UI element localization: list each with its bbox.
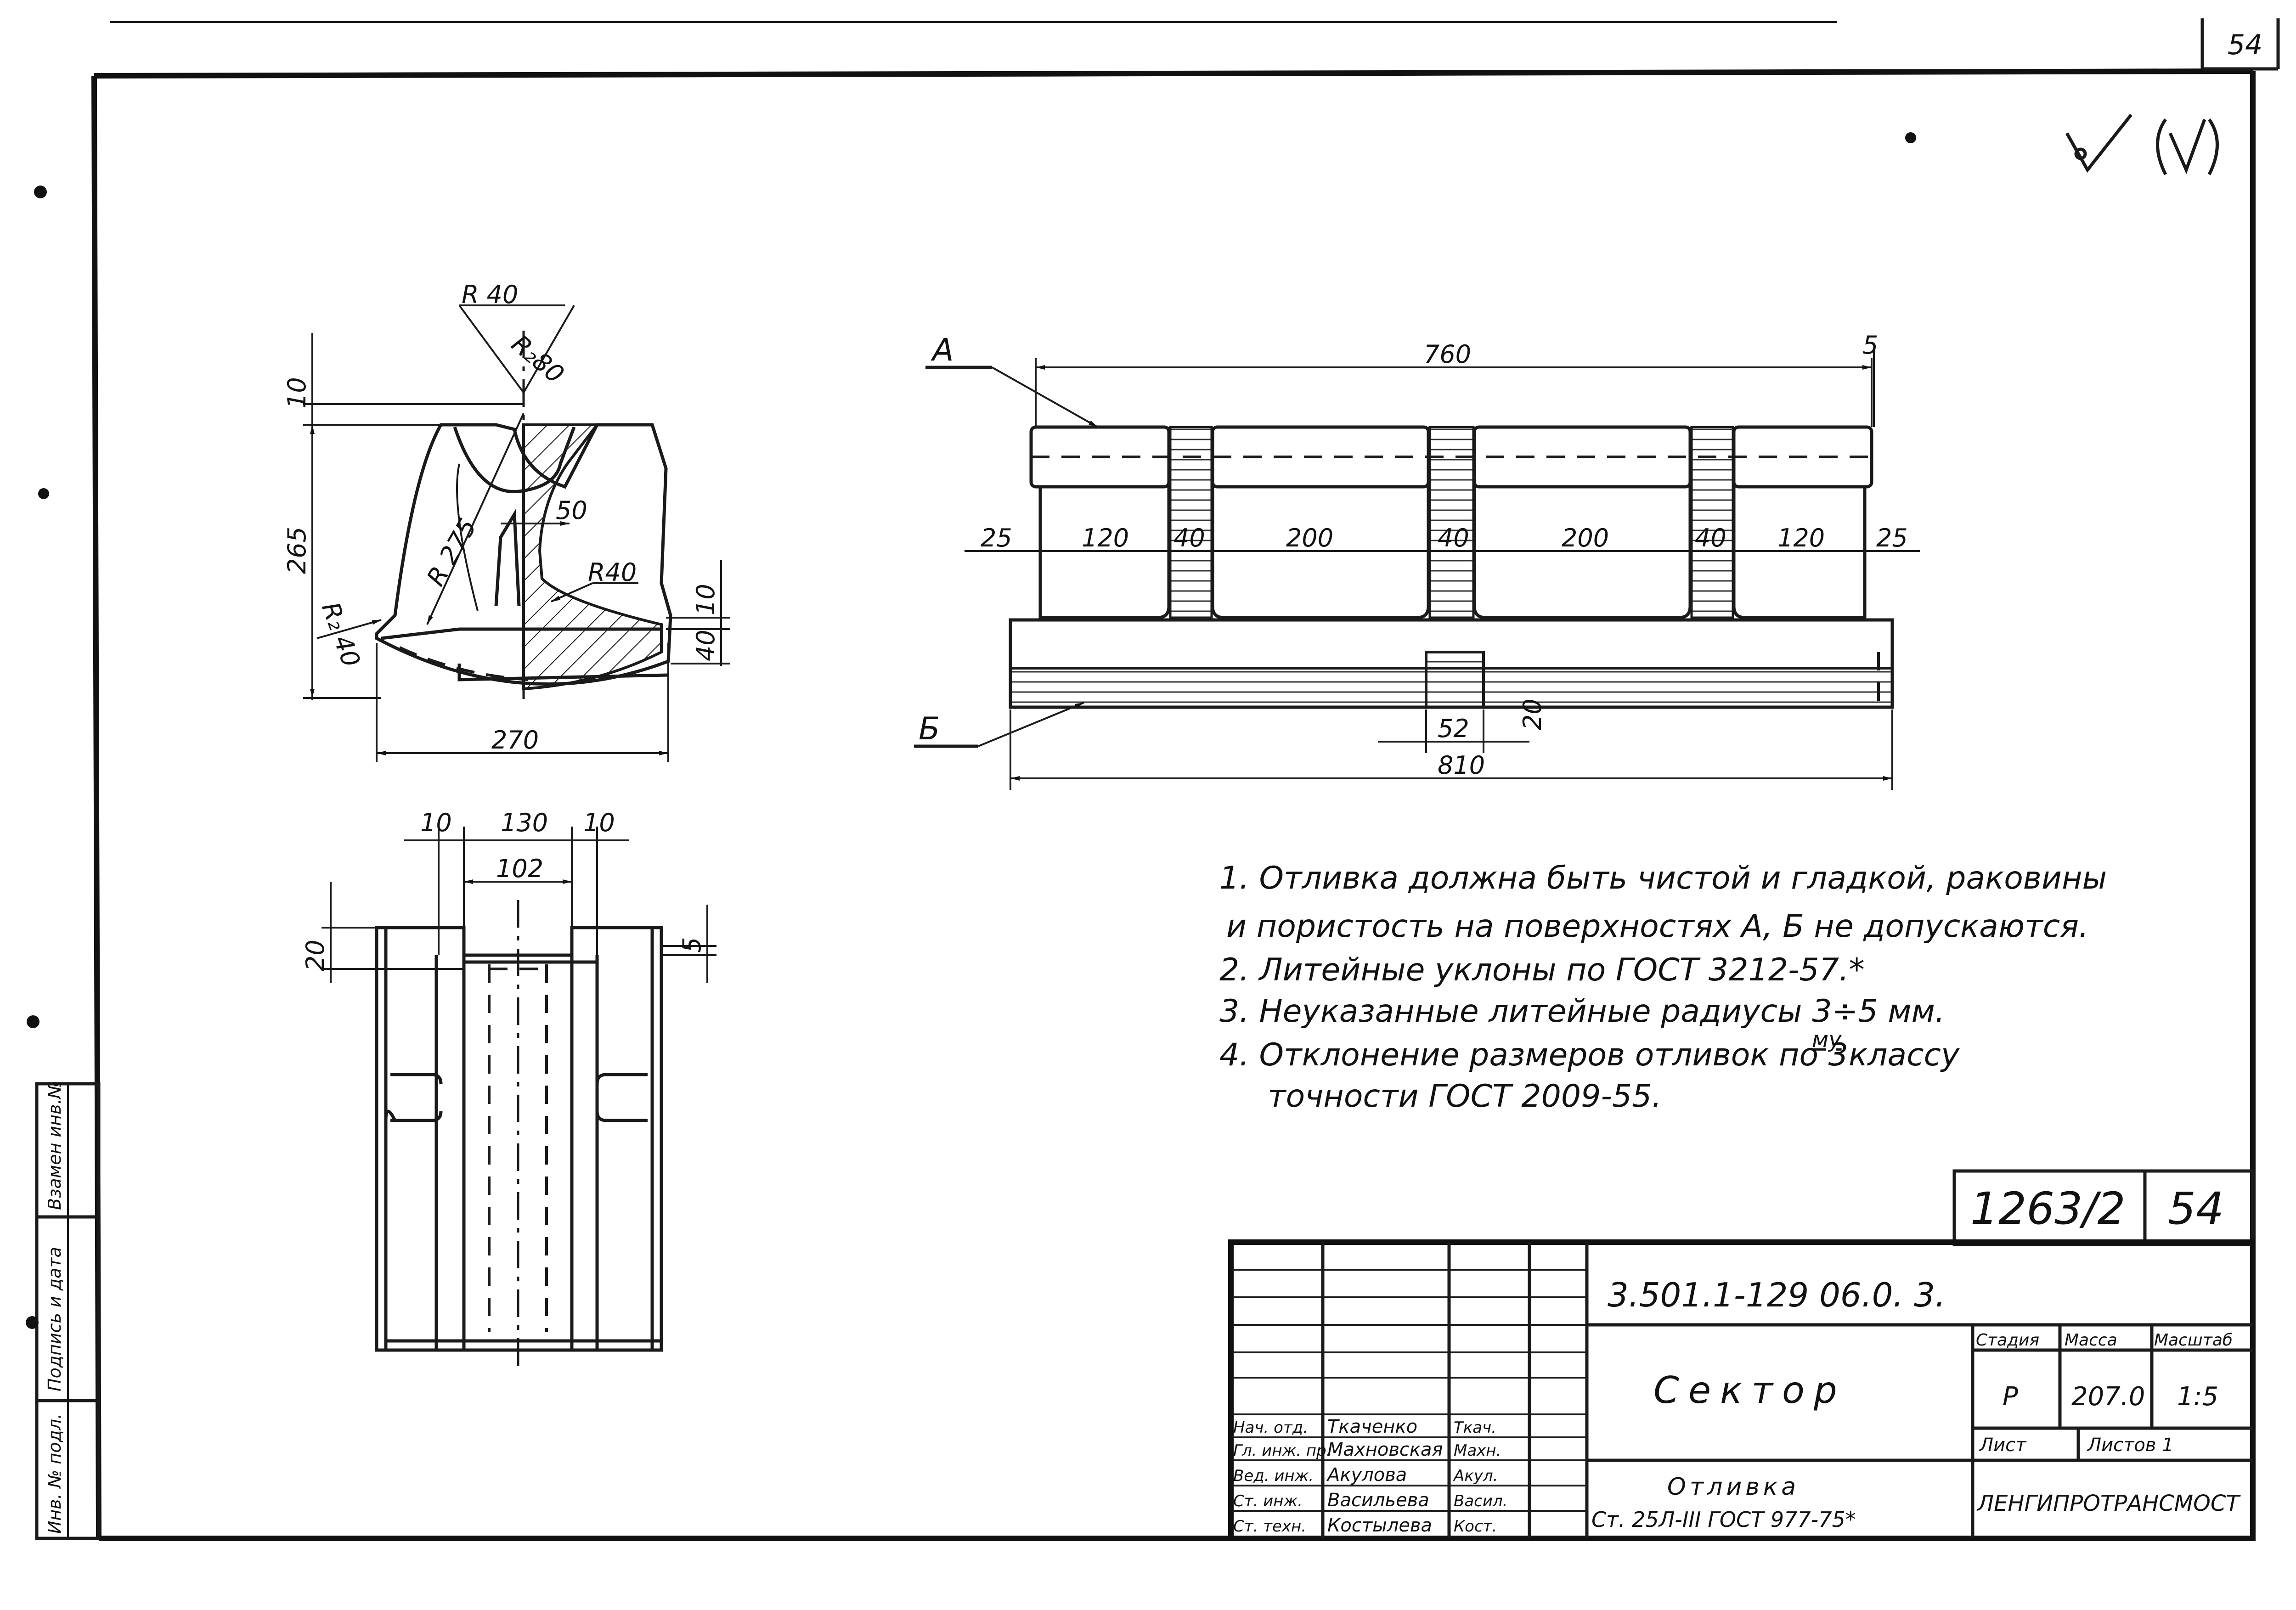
name-5: Костылева	[1327, 1515, 1432, 1536]
section-view	[303, 304, 730, 762]
dim-r40-top: R 40	[462, 280, 518, 309]
dim-25-left: 25	[981, 524, 1012, 552]
note-line-5: 4. Отклонение размеров отливок по 3	[1219, 1037, 1848, 1073]
dim-40-c: 40	[1695, 524, 1726, 552]
dim-50: 50	[556, 496, 587, 525]
role-2: Гл. инж. пр.	[1233, 1441, 1331, 1460]
dim-40-b: 40	[1438, 524, 1469, 552]
note-line-1: 1. Отливка должна быть чистой и гладкой,…	[1219, 860, 2107, 896]
sign-1: Ткач.	[1454, 1419, 1496, 1437]
note-line-6: точности ГОСТ 2009-55.	[1268, 1078, 1662, 1115]
note-4-superscript: му	[1812, 1027, 1842, 1053]
name-1: Ткаченко	[1327, 1416, 1417, 1437]
dim-130: 130	[501, 808, 548, 837]
dim-25-right: 25	[1876, 524, 1908, 552]
designation: 3.501.1-129 06.0. 3.	[1608, 1276, 1946, 1314]
dim-52: 52	[1438, 714, 1469, 743]
mass-value: 207.0	[2071, 1382, 2145, 1412]
dim-5: 5	[1862, 331, 1878, 360]
dim-40-a: 40	[1173, 524, 1205, 552]
sign-2: Махн.	[1454, 1441, 1501, 1460]
roughness-symbol	[2065, 113, 2219, 175]
sign-5: Кост.	[1454, 1517, 1497, 1536]
dim-810: 810	[1438, 751, 1485, 780]
dim-10-right: 10	[583, 808, 615, 837]
dim-270: 270	[491, 726, 539, 754]
scan-marks	[26, 132, 1916, 1329]
part-name: Сектор	[1653, 1369, 1846, 1412]
dim-120-left: 120	[1082, 524, 1129, 552]
dim-102: 102	[496, 854, 543, 883]
note-line-3: 2. Литейные уклоны по ГОСТ 3212-57.*	[1219, 952, 1865, 988]
dim-10-right: 10	[691, 584, 720, 615]
doc-ref-sheet: 54	[2168, 1183, 2224, 1234]
technical-notes: 1. Отливка должна быть чистой и гладкой,…	[1219, 860, 2107, 1115]
dim-20-top: 20	[301, 940, 330, 971]
dim-r40-left: R₂ 40	[316, 598, 366, 671]
dim-760: 760	[1424, 340, 1471, 369]
top-view	[322, 827, 716, 1373]
dim-200-b: 200	[1562, 524, 1609, 552]
side-stamp: Взамен инв.№ Подпись и дата Инв. № подл.	[35, 1081, 101, 1540]
dim-20: 20	[1518, 698, 1547, 730]
top-dims: 10 130 10 102 20 5	[301, 808, 706, 971]
material-label: Отливка	[1667, 1473, 1800, 1501]
front-view	[914, 349, 1920, 790]
material: Ст. 25Л-III ГОСТ 977-75*	[1591, 1507, 1856, 1532]
section-dims: R 40 R₂80 10 265 R 275 50 R40 R₂ 40 10 4…	[282, 280, 720, 754]
dim-r40-right: R40	[588, 558, 637, 587]
note-line-2: и пористость на поверхностях А, Б не доп…	[1226, 908, 2089, 945]
side-stamp-inventory: Инв. № подл.	[45, 1413, 65, 1534]
mass-header: Масса	[2065, 1331, 2117, 1350]
note-line-4: 3. Неуказанные литейные радиусы 3÷5 мм.	[1219, 993, 1945, 1030]
stage-value: Р	[2003, 1382, 2018, 1412]
front-dims: А Б 760 5 25 120 40 200 40 200 40 120 25…	[919, 331, 1908, 780]
title-block	[1228, 1169, 2256, 1541]
scale-header: Масштаб	[2154, 1331, 2233, 1350]
dim-10-top: 10	[282, 377, 311, 409]
name-4: Васильева	[1327, 1490, 1429, 1511]
role-5: Ст. техн.	[1233, 1517, 1306, 1536]
sheet-label: Лист	[1979, 1435, 2027, 1456]
dim-10-left: 10	[420, 808, 452, 837]
sign-3: Акул.	[1453, 1467, 1498, 1485]
dim-120-right: 120	[1777, 524, 1825, 552]
name-2: Махновская	[1327, 1439, 1443, 1460]
name-3: Акулова	[1326, 1464, 1407, 1486]
organization: ЛЕНГИПРОТРАНСМОСТ	[1976, 1491, 2241, 1516]
dim-r80: R₂80	[506, 329, 570, 389]
side-stamp-replace: Взамен инв.№	[45, 1081, 65, 1210]
dim-265: 265	[282, 527, 311, 574]
note-4-tail: классу	[1849, 1037, 1960, 1073]
role-4: Ст. инж.	[1233, 1492, 1303, 1510]
title-block-text: 1263/2 54 3.501.1-129 06.0. 3. Сектор От…	[1233, 1183, 2241, 1536]
label-a: А	[931, 332, 954, 368]
dim-r275: R 275	[421, 513, 482, 591]
dim-40: 40	[691, 630, 720, 661]
page-number: 54	[2228, 29, 2262, 61]
scale-value: 1:5	[2177, 1382, 2218, 1412]
sheets-label: Листов 1	[2087, 1435, 2174, 1456]
sign-4: Васил.	[1454, 1492, 1508, 1510]
doc-ref-top: 1263/2	[1970, 1183, 2126, 1234]
role-1: Нач. отд.	[1233, 1419, 1308, 1437]
dim-200-a: 200	[1286, 524, 1333, 552]
stage-header: Стадия	[1976, 1331, 2039, 1350]
role-3: Вед. инж.	[1233, 1467, 1314, 1485]
label-b: Б	[919, 711, 940, 747]
dim-5-top: 5	[677, 937, 706, 953]
side-stamp-signature: Подпись и дата	[45, 1247, 65, 1391]
